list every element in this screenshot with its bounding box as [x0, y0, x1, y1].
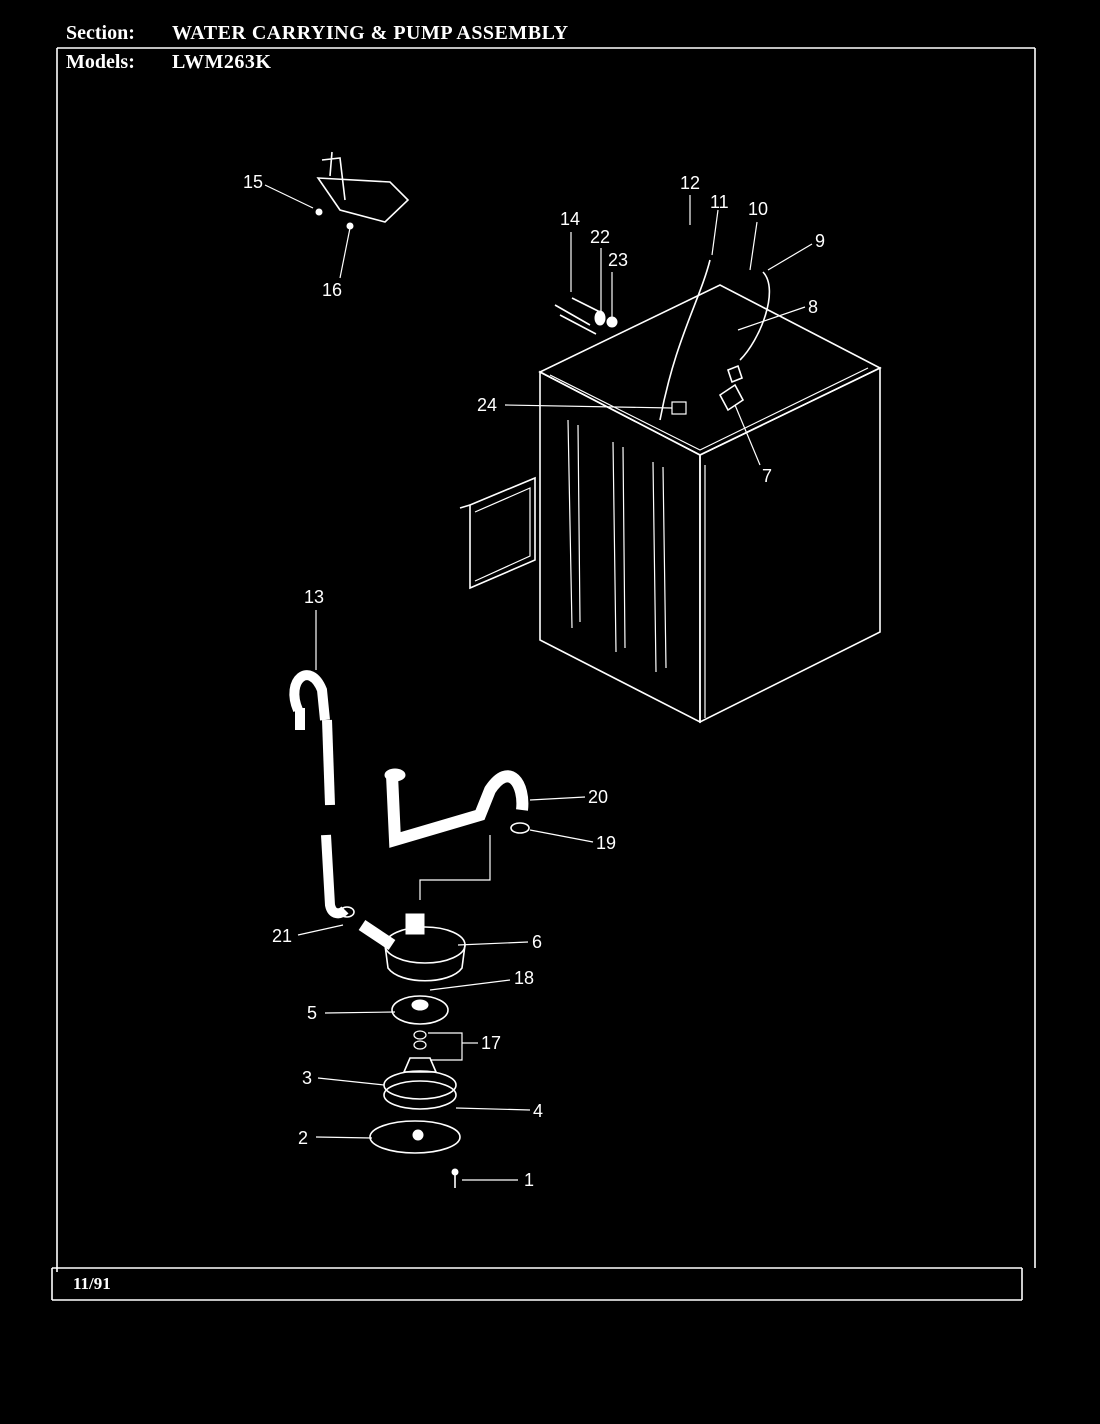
pump-assembly	[339, 906, 466, 1188]
models-label: Models:	[66, 51, 135, 73]
callout-24: 24	[477, 395, 497, 415]
callout-4: 4	[533, 1101, 543, 1121]
washer-cabinet	[459, 259, 882, 724]
callout-22: 22	[590, 227, 610, 247]
callout-19: 19	[596, 833, 616, 853]
callout-12: 12	[680, 173, 700, 193]
callout-13: 13	[304, 587, 324, 607]
drain-hose-13	[289, 670, 349, 919]
section-label: Section:	[66, 22, 135, 44]
callout-21: 21	[272, 926, 292, 946]
callout-18: 18	[514, 968, 534, 988]
callout-20: 20	[588, 787, 608, 807]
callout-5: 5	[307, 1003, 317, 1023]
callout-11: 11	[710, 192, 729, 212]
callout-1: 1	[524, 1170, 534, 1190]
leader-lines	[264, 184, 813, 1181]
section-title: WATER CARRYING & PUMP ASSEMBLY	[172, 22, 569, 44]
bracket-assembly	[315, 151, 410, 230]
callout-23: 23	[608, 250, 628, 270]
callout-2: 2	[298, 1128, 308, 1148]
callout-3: 3	[302, 1068, 312, 1088]
callout-6: 6	[532, 932, 542, 952]
callout-9: 9	[815, 231, 825, 251]
callout-17: 17	[481, 1033, 501, 1053]
page-frame	[51, 47, 1036, 1301]
callout-15: 15	[243, 172, 263, 192]
footer-date: 11/91	[73, 1274, 111, 1293]
callout-16: 16	[322, 280, 342, 300]
hose-20	[384, 768, 530, 900]
inlet-fittings	[554, 297, 618, 335]
callout-10: 10	[748, 199, 768, 219]
callout-7: 7	[762, 466, 772, 486]
callout-14: 14	[560, 209, 580, 229]
callout-labels: 15 16 14 22 23 12 11 10 9 8 24 7 13 20 1…	[243, 172, 825, 1190]
callout-8: 8	[808, 297, 818, 317]
models-value: LWM263K	[172, 51, 272, 73]
